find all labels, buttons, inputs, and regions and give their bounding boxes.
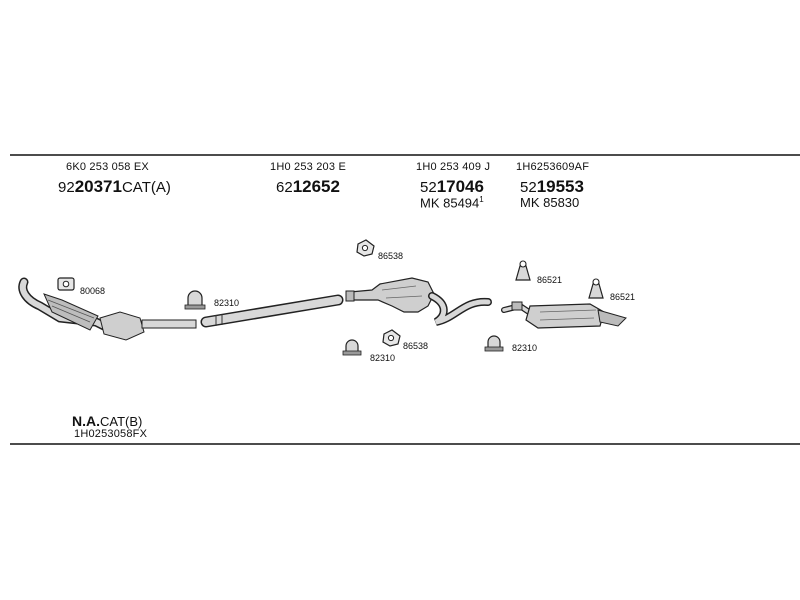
rear-silencer[interactable]: [501, 301, 627, 329]
callout-label: 86521: [537, 275, 563, 285]
part-number: 9220371CAT(A): [58, 178, 171, 195]
callout-label: 80068: [80, 286, 106, 296]
part-number: 5217046: [420, 178, 484, 195]
callout-label: 86538: [403, 341, 429, 351]
oe-number: 6K0 253 058 EX: [66, 161, 149, 173]
mk-number: MK 854941: [420, 195, 484, 211]
na-bold: N.A.: [72, 413, 100, 429]
part-prefix: 52: [420, 179, 437, 196]
exhaust-hanger-icon: [515, 260, 531, 281]
clamp-icon: [484, 335, 504, 352]
part-code: 20371: [74, 177, 122, 196]
exhaust-hanger-icon: [588, 278, 604, 299]
callout-label: 86521: [610, 292, 636, 302]
footer-oe-number: 1H0253058FX: [74, 428, 148, 440]
clamp-icon: [342, 339, 362, 356]
part-prefix: 62: [276, 179, 293, 196]
na-part-number: N.A.CAT(B): [72, 414, 142, 428]
part-prefix: 52: [520, 179, 537, 196]
callout-label: 82310: [512, 343, 538, 353]
center-silencer[interactable]: [345, 277, 492, 326]
part-code: 12652: [292, 177, 340, 196]
mk-code: MK 85494: [420, 195, 480, 211]
front-pipe-catalytic-converter[interactable]: [18, 277, 197, 341]
callout-label: 82310: [370, 353, 396, 363]
na-rest: CAT(B): [100, 414, 143, 429]
mk-superscript: 1: [479, 195, 484, 204]
callout-label: 82310: [214, 298, 240, 308]
rubber-hanger-icon: [356, 239, 375, 257]
gasket-icon: [57, 277, 75, 291]
oe-number: 1H6253609AF: [516, 161, 590, 173]
mk-number: MK 85830: [520, 195, 580, 210]
part-suffix: CAT(A): [121, 179, 171, 196]
callout-label: 86538: [378, 251, 404, 261]
clamp-icon: [184, 290, 206, 310]
part-code: 17046: [436, 177, 484, 196]
part-number: 6212652: [276, 178, 340, 195]
intermediate-pipe[interactable]: [200, 294, 344, 328]
oe-number: 1H0 253 203 E: [270, 161, 346, 173]
part-prefix: 92: [58, 179, 75, 196]
rubber-hanger-icon: [382, 329, 401, 347]
part-code: 19553: [536, 177, 584, 196]
oe-number: 1H0 253 409 J: [416, 161, 491, 173]
part-number: 5219553: [520, 178, 584, 195]
